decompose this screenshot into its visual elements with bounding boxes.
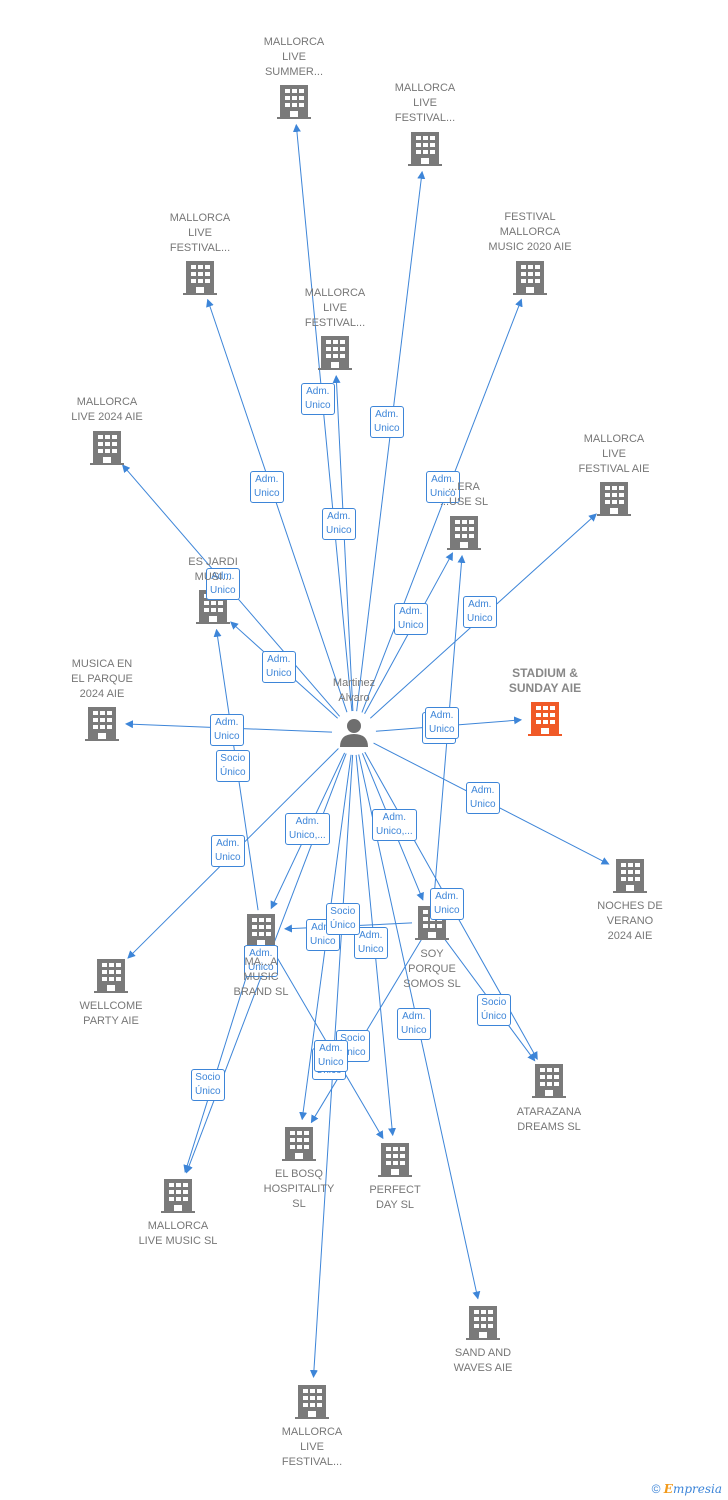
brand-initial: E xyxy=(663,1482,673,1496)
building-icon-n18[interactable] xyxy=(378,1143,412,1177)
edge-label-n14-n19[interactable]: Adm.Unico xyxy=(244,945,278,977)
edge-center-n5 xyxy=(332,374,354,712)
edge-center-n3 xyxy=(206,298,348,713)
building-icon-n3[interactable] xyxy=(183,261,217,295)
edge-label-center-n2[interactable]: Adm.Unico xyxy=(370,406,404,438)
building-icon-n19[interactable] xyxy=(161,1179,195,1213)
building-icon-n1[interactable] xyxy=(277,85,311,119)
edge-label-center-n3[interactable]: Adm.Unico xyxy=(250,471,284,503)
edge-label-center-n14[interactable]: Adm.Unico,... xyxy=(285,813,330,845)
edge-label-center-n9[interactable]: Adm.Unico xyxy=(262,651,296,683)
building-icon-n17[interactable] xyxy=(282,1127,316,1161)
edge-label-center-n4[interactable]: Adm.Unico xyxy=(426,471,460,503)
edge-center-n4 xyxy=(361,298,523,713)
edge-label-center-n18[interactable]: Adm.Unico xyxy=(354,927,388,959)
building-icon-n21[interactable] xyxy=(295,1385,329,1419)
building-icon-n20[interactable] xyxy=(466,1306,500,1340)
edge-label-center-n13[interactable]: Adm.Unico xyxy=(211,835,245,867)
footer: © Empresia xyxy=(652,1482,722,1496)
edge-label-center-n6[interactable]: Adm.Unico xyxy=(206,568,240,600)
building-icon-n2[interactable] xyxy=(408,132,442,166)
edge-center-n2 xyxy=(356,170,426,712)
edge-label-center-n12[interactable]: Adm.Unico xyxy=(466,782,500,814)
edge-label-center-n7[interactable]: Adm.Unico xyxy=(463,596,497,628)
edge-label-center-n10[interactable]: Adm.Unico xyxy=(210,714,244,746)
building-icon-n10[interactable] xyxy=(85,707,119,741)
building-icon-n4[interactable] xyxy=(513,261,547,295)
building-icon-n16[interactable] xyxy=(532,1064,566,1098)
building-icon-n12[interactable] xyxy=(613,859,647,893)
edge-center-n1 xyxy=(292,123,353,712)
building-icon-n14[interactable] xyxy=(244,914,278,948)
building-icon-n5[interactable] xyxy=(318,336,352,370)
node-label-n8[interactable]: ...ERA...USE SL xyxy=(439,481,489,508)
building-icon-n6[interactable] xyxy=(90,431,124,465)
brand-name: mpresia xyxy=(672,1482,722,1496)
node-label-n11[interactable]: STADIUM &SUNDAY AIE xyxy=(508,666,582,695)
building-icon-n7[interactable] xyxy=(597,482,631,516)
edge-label-n14-n18[interactable]: Adm.Unico xyxy=(314,1040,348,1072)
building-icon-n11[interactable] xyxy=(528,702,562,736)
edge-label-n15-n8[interactable]: Adm.Unico xyxy=(425,707,459,739)
person-icon[interactable] xyxy=(340,719,368,747)
edge-n14-n19 xyxy=(183,948,256,1174)
copyright-symbol: © xyxy=(651,1482,661,1496)
building-icon-n8[interactable] xyxy=(447,516,481,550)
edge-label-center-n8[interactable]: Adm.Unico xyxy=(394,603,428,635)
building-icon-n13[interactable] xyxy=(94,959,128,993)
edge-label-center-n16[interactable]: Adm.Unico xyxy=(430,888,464,920)
empresia-logo[interactable]: Empresia xyxy=(664,1482,722,1496)
edge-label-center-n1[interactable]: Adm.Unico xyxy=(301,383,335,415)
edge-label-center-n20[interactable]: Adm.Unico xyxy=(397,1008,431,1040)
edge-label-center-n15[interactable]: Adm.Unico,... xyxy=(372,809,417,841)
edge-label-center-n5[interactable]: Adm.Unico xyxy=(322,508,356,540)
